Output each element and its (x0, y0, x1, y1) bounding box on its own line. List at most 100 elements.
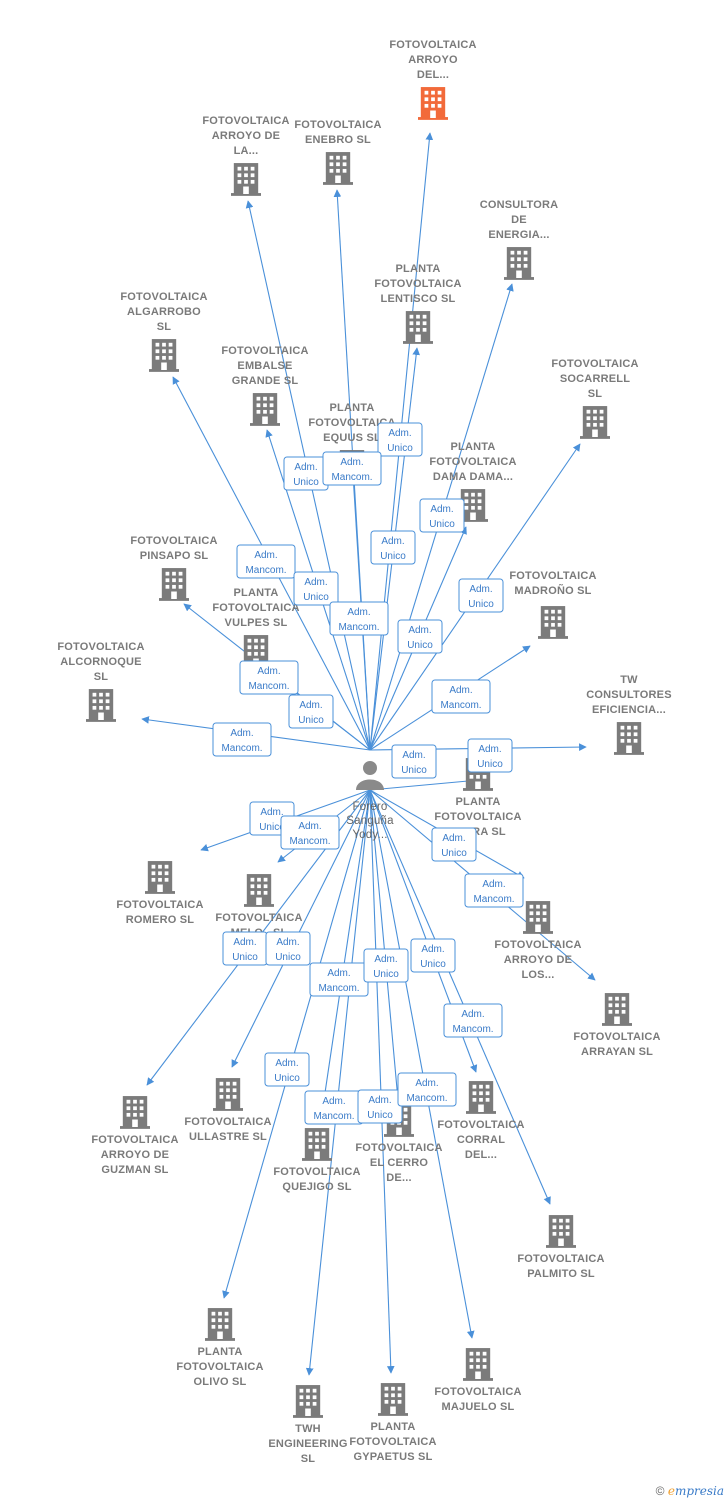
building-icon (614, 722, 644, 755)
edge-label-text: Adm. (298, 821, 321, 832)
company-name-line: GRANDE SL (232, 375, 299, 387)
company-name-line: CONSULTORES (586, 689, 672, 701)
company-name-line: PLANTA (330, 402, 375, 414)
company-name-line: DE (511, 214, 527, 226)
edge-label-text: Mancom. (331, 472, 372, 483)
building-icon (602, 993, 632, 1026)
edge-label-text: Adm. (276, 937, 299, 948)
company-name-line: FOTOVOLTAICA (434, 1386, 521, 1398)
edge-label[interactable]: Adm.Mancom. (239, 660, 299, 695)
edge-label[interactable]: Adm.Mancom. (322, 451, 382, 486)
edge-label[interactable]: Adm.Mancom. (397, 1072, 457, 1107)
edge-label[interactable]: Adm.Unico (264, 1052, 310, 1087)
edge-label[interactable]: Adm.Mancom. (309, 962, 369, 997)
person-node[interactable]: ForeroSanguñaYody... (346, 761, 394, 841)
company-node[interactable]: TWCONSULTORESEFICIENCIA... (586, 674, 672, 755)
edge-label[interactable]: Adm.Mancom. (236, 544, 296, 579)
edge-label[interactable]: Adm.Unico (458, 578, 504, 613)
company-name-line: FOTOVOLTAICA (176, 1361, 263, 1373)
edge-label[interactable]: Adm.Unico (370, 530, 416, 565)
company-name-line: DEL... (417, 69, 449, 81)
edge-label[interactable]: Adm.Unico (293, 571, 339, 606)
edge-label[interactable]: Adm.Mancom. (280, 815, 340, 850)
edge-label-text: Adm. (482, 879, 505, 890)
company-name-line: FOTOVOLTAICA (57, 641, 144, 653)
edge-label[interactable]: Adm.Mancom. (304, 1090, 364, 1125)
edge-label[interactable]: Adm.Unico (410, 938, 456, 973)
edge-label[interactable]: Adm.Unico (363, 948, 409, 983)
edge-label[interactable]: Adm.Unico (265, 931, 311, 966)
company-name-line: ENERGIA... (488, 229, 549, 241)
edge-label[interactable]: Adm.Unico (397, 619, 443, 654)
edge-label[interactable]: Adm.Unico (419, 498, 465, 533)
edge-label-text: Unico (401, 765, 427, 776)
edge-label[interactable]: Adm.Mancom. (212, 722, 272, 757)
edge-label[interactable]: Adm.Unico (288, 694, 334, 729)
company-node[interactable]: FOTOVOLTAICAARROYODEL... (389, 39, 476, 120)
building-icon (205, 1308, 235, 1341)
edge-label[interactable]: Adm.Mancom. (431, 679, 491, 714)
edge-label[interactable]: Adm.Unico (283, 456, 329, 491)
edge-label[interactable]: Adm.Mancom. (329, 601, 389, 636)
footer-copyright: © empresia (656, 1484, 724, 1498)
edge-label[interactable]: Adm.Unico (357, 1089, 403, 1124)
edge-label[interactable]: Adm.Unico (431, 827, 477, 862)
edge-label-text: Unico (380, 551, 406, 562)
edge-label[interactable]: Adm.Mancom. (443, 1003, 503, 1038)
center-node[interactable]: ForeroSanguñaYody... (346, 761, 394, 841)
edge-label-text: Mancom. (473, 894, 514, 905)
edge-label[interactable]: Adm.Unico (377, 422, 423, 457)
company-node[interactable]: FOTOVOLTAICACORRALDEL... (437, 1081, 524, 1161)
edge-line-n26 (222, 789, 371, 1299)
company-name-line: SL (157, 321, 172, 333)
company-name-line: SL (301, 1453, 316, 1465)
edge-label-text: Mancom. (248, 681, 289, 692)
company-name-line: FOTOVOLTAICA (437, 1119, 524, 1131)
building-icon (466, 1081, 496, 1114)
edge-label-text: Unico (477, 759, 503, 770)
edge-label[interactable]: Adm.Unico (467, 738, 513, 773)
company-name-line: CONSULTORA (480, 199, 559, 211)
company-name-line: FOTOVOLTAICA (130, 535, 217, 547)
company-name-line: QUEJIGO SL (282, 1181, 351, 1193)
edge-label[interactable]: Adm.Unico (391, 744, 437, 779)
company-name-line: FOTOVOLTAICA (429, 456, 516, 468)
edge-label-text: Adm. (304, 577, 327, 588)
edge-label[interactable]: Adm.Unico (222, 931, 268, 966)
edge-label-text: Adm. (322, 1096, 345, 1107)
company-node[interactable]: FOTOVOLTAICA PINSAPO SL (130, 535, 217, 601)
company-node[interactable]: FOTOVOLTAICAMELO.. SL (215, 874, 302, 939)
company-name-line: PINSAPO SL (140, 550, 209, 562)
edge-label[interactable]: Adm. Mancom. (464, 873, 524, 908)
company-name-line: GYPAETUS SL (353, 1451, 432, 1463)
company-name-line: SL (94, 671, 109, 683)
brand-logo[interactable]: empresia (667, 1484, 724, 1498)
company-name-line: FOTOVOLTAICA (308, 417, 395, 429)
edge-label-text: Unico (259, 822, 285, 833)
company-node[interactable]: CONSULTORA DE ENERGIA... (480, 199, 559, 280)
edge-label-text: Adm. (408, 625, 431, 636)
